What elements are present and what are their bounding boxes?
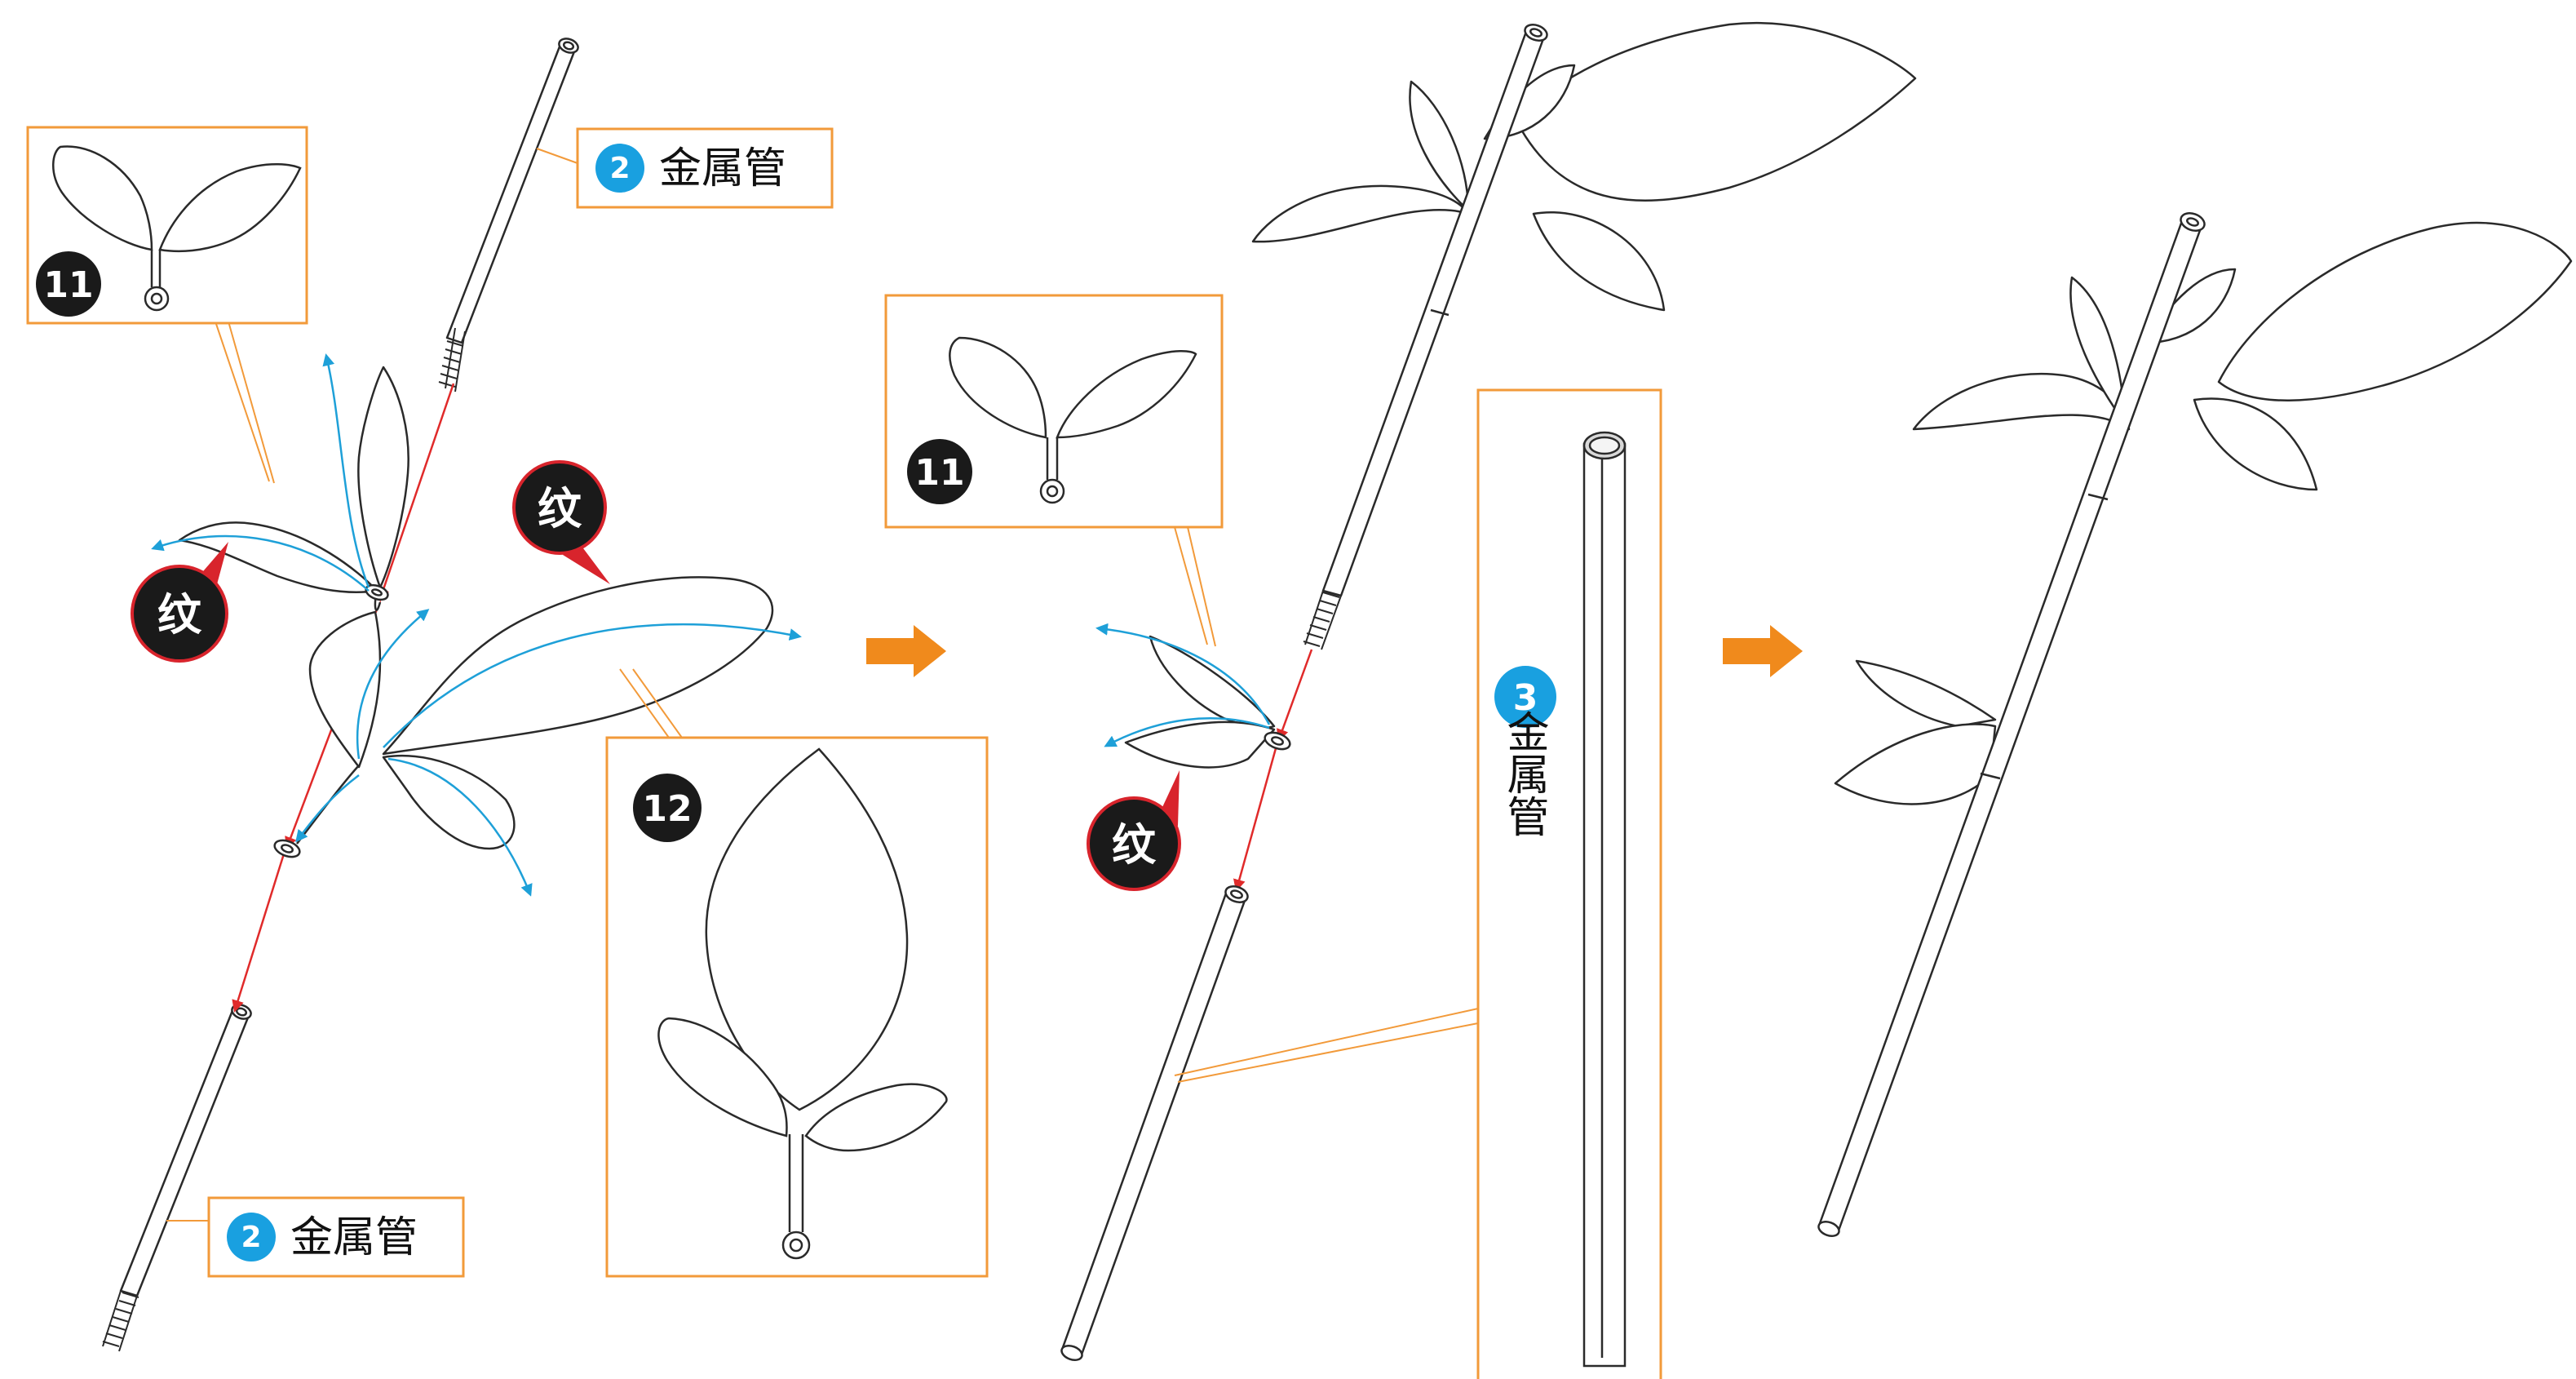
leaf-icon [949, 336, 1197, 504]
right-arrow-icon [1723, 625, 1803, 677]
metal-tube-lower [102, 1004, 252, 1352]
metal-tube-panel2-upper [1303, 24, 1548, 650]
badge-step11-panel2: 11 [914, 452, 964, 494]
wen-badge-upper: 纹 [512, 460, 610, 584]
badge-step11-panel1: 11 [43, 264, 93, 306]
badge-step3: 3 [1513, 677, 1538, 719]
wen-badge-panel2: 纹 [1087, 770, 1181, 891]
badge-step2-lower: 2 [241, 1221, 261, 1254]
label-metal-tube-lower: 金属管 [290, 1213, 418, 1262]
callout-metal-tube-lower: 2 金属管 [166, 1196, 465, 1278]
blue-arrows-panel-2 [1095, 623, 1271, 747]
thread-lower [102, 1290, 139, 1352]
inset-step11-panel1: 11 [26, 126, 308, 484]
metal-tube-upper [438, 38, 579, 392]
inset-step12: 12 [605, 668, 989, 1278]
label-metal-tube-upper: 金属管 [659, 144, 786, 193]
inset-step11-panel2: 11 [884, 294, 1224, 647]
panel-2 [1060, 22, 1917, 1361]
wen-label-left: 纹 [157, 589, 202, 641]
blue-arrows-panel-1 [151, 353, 802, 897]
wen-label-upper: 纹 [538, 483, 582, 534]
red-guide-lines-panel2 [1233, 649, 1313, 892]
panel-1 [102, 38, 802, 1352]
leaf-pair-upper [178, 366, 409, 611]
inset-step3-metal-tube: 3 金属管 [1174, 388, 1662, 1379]
wen-badge-left: 纹 [131, 542, 228, 663]
stem-top-leaves [1251, 22, 1917, 312]
thread-panel2 [1303, 590, 1342, 650]
callout-metal-tube-upper: 2 金属管 [536, 127, 834, 209]
right-arrow-icon [866, 625, 946, 677]
badge-step12: 12 [642, 788, 692, 830]
leaf-icon [657, 747, 948, 1260]
label-metal-tube-vertical: 金属管 [1499, 710, 1548, 837]
badge-step2-upper: 2 [609, 152, 630, 185]
metal-tube-panel2-lower [1060, 885, 1249, 1361]
leaf-pair-panel2 [1124, 635, 1291, 769]
metal-tube-icon [1582, 431, 1627, 1368]
panel-3-final-branch [1817, 212, 2573, 1237]
thread-upper [438, 327, 466, 392]
wen-label-panel2: 纹 [1112, 819, 1157, 871]
leaf-cluster-lower [273, 576, 774, 858]
leaf-icon [52, 145, 302, 312]
